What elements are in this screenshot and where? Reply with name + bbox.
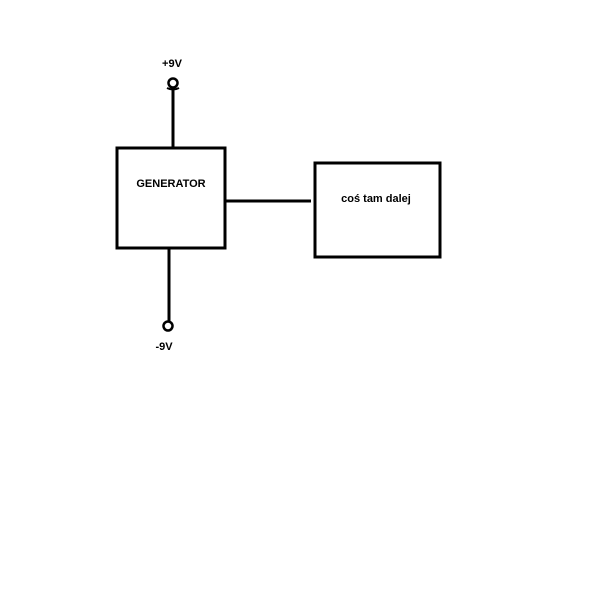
positive-terminal-icon [167, 77, 179, 89]
positive-terminal-hook-icon [166, 87, 180, 91]
generator-block [115, 146, 227, 250]
output-label: coś tam dalej [341, 193, 411, 205]
generator-label: GENERATOR [136, 178, 205, 190]
negative-supply-label: -9V [155, 341, 173, 353]
positive-supply-label: +9V [162, 58, 183, 70]
negative-terminal-icon [162, 320, 174, 332]
output-block [313, 161, 442, 259]
